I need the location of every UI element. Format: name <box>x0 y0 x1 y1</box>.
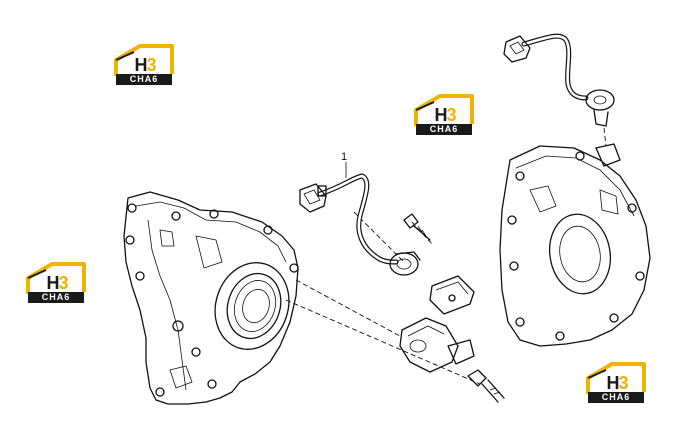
brand-watermark-logo: H3 CHA6 <box>584 362 648 404</box>
logo-mark: H3 <box>134 55 156 75</box>
sensor-bracket <box>429 275 475 315</box>
sensor-harness: 1 <box>299 151 421 276</box>
logo-mark: H3 <box>606 373 628 393</box>
crank-position-sensor <box>399 317 475 373</box>
logo-wordmark: CHA6 <box>416 124 472 135</box>
house-roof-icon <box>26 262 86 294</box>
house-roof-icon <box>586 362 646 394</box>
callout-number-1: 1 <box>341 151 347 163</box>
logo-mark: H3 <box>46 273 68 293</box>
logo-wordmark: CHA6 <box>588 392 644 403</box>
right-sensor-harness <box>503 33 615 147</box>
house-roof-icon <box>114 44 174 76</box>
brand-watermark-logo: H3 CHA6 <box>24 262 88 304</box>
logo-mark: H3 <box>434 105 456 125</box>
logo-wordmark: CHA6 <box>116 74 172 85</box>
house-roof-icon <box>414 94 474 126</box>
logo-wordmark: CHA6 <box>28 292 84 303</box>
brand-watermark-logo: H3 CHA6 <box>412 94 476 136</box>
assembly-line-sensor <box>295 279 401 337</box>
assembly-line-bolt <box>285 299 481 385</box>
mounting-bolt-small <box>403 213 431 241</box>
assembly-line-clip <box>411 221 433 245</box>
brand-watermark-logo: H3 CHA6 <box>112 44 176 86</box>
right-cover-housing <box>499 143 651 347</box>
left-cover-housing <box>123 191 299 405</box>
long-bolt <box>467 369 505 403</box>
